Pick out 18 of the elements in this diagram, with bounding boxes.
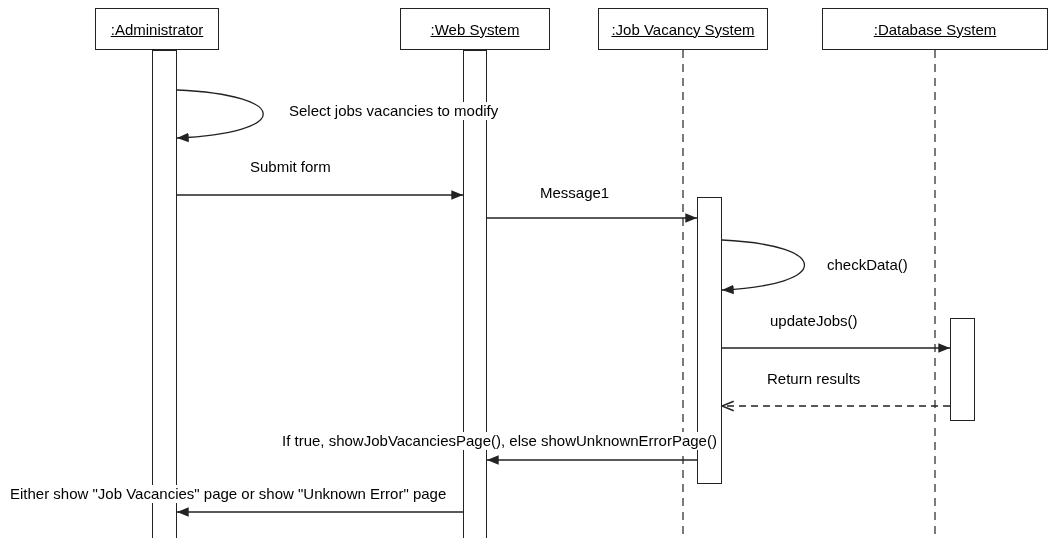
lifeline-header: :Administrator xyxy=(95,8,219,50)
message-arrow xyxy=(721,343,951,353)
lifeline-header: :Database System xyxy=(822,8,1048,50)
message-label: Select jobs vacancies to modify xyxy=(287,102,501,120)
message-arrow xyxy=(176,507,464,517)
message-label: If true, showJobVacanciesPage(), else showUnknownErrorPage() xyxy=(280,432,719,450)
message-arrow xyxy=(176,190,464,200)
message-arrow xyxy=(176,89,264,142)
message-label: Either show "Job Vacancies" page or show "Unknown Error" page xyxy=(8,485,449,503)
lifeline-header: :Web System xyxy=(400,8,550,50)
message-label: updateJobs() xyxy=(768,312,860,330)
lifeline-header: :Job Vacancy System xyxy=(598,8,768,50)
activation-bar xyxy=(950,318,975,421)
message-label: checkData() xyxy=(825,256,910,274)
message-arrow xyxy=(721,239,806,294)
message-arrow xyxy=(486,455,698,465)
message-arrow xyxy=(486,213,698,223)
return-arrow xyxy=(721,400,951,412)
